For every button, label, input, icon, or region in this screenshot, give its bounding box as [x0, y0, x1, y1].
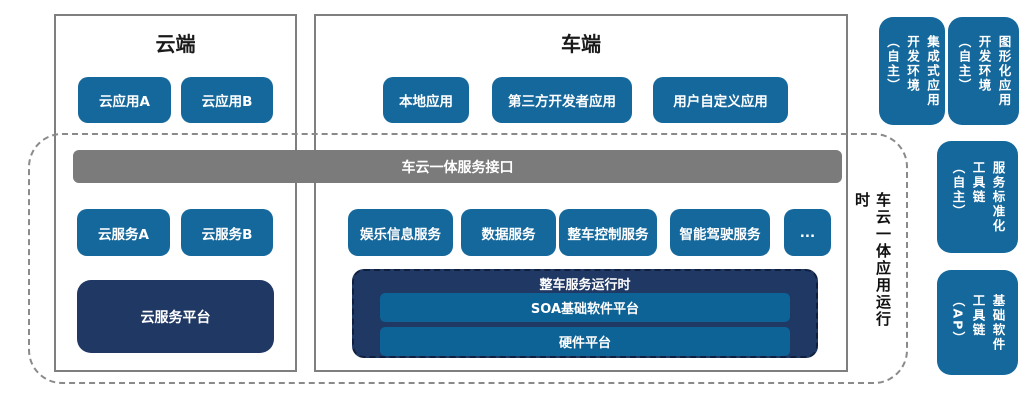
hardware-platform-layer: 硬件平台	[380, 327, 790, 356]
cloud-service-platform-node: 云服务平台	[77, 280, 274, 353]
integrated-app-ide-block: 集成式应用 开发环境 （自主）	[879, 17, 945, 125]
app-runtime-dashed-frame	[28, 133, 908, 384]
vehicle-panel-title: 车端	[561, 32, 601, 56]
graphical-app-ide-label: 图形化应用 开发环境 （自主）	[956, 34, 1012, 108]
app-runtime-frame-label-text: 车云一体应用运行时	[853, 192, 892, 328]
vehicle-service-runtime-box: 整车服务运行时 SOA基础软件平台 硬件平台	[352, 269, 818, 358]
service-standardization-toolchain-label: 服务标准化 工具链 （自主）	[950, 160, 1006, 234]
user-defined-app-node: 用户自定义应用	[653, 77, 788, 123]
intelligent-driving-service-node: 智能驾驶服务	[670, 209, 770, 256]
third-party-app-node: 第三方开发者应用	[492, 77, 632, 123]
service-standardization-toolchain-block: 服务标准化 工具链 （自主）	[937, 141, 1018, 253]
integrated-app-ide-label: 集成式应用 开发环境 （自主）	[885, 34, 940, 108]
cloud-panel-title: 云端	[155, 32, 196, 56]
base-software-toolchain-label: 基础软件 工具链 （AP）	[950, 293, 1006, 352]
more-services-node: ...	[784, 209, 831, 256]
vehicle-control-service-node: 整车控制服务	[559, 209, 657, 256]
app-runtime-frame-label: 车云一体应用运行时	[853, 192, 892, 342]
base-software-toolchain-block: 基础软件 工具链 （AP）	[937, 270, 1018, 375]
cloud-service-a-node: 云服务A	[77, 209, 170, 256]
local-app-node: 本地应用	[383, 77, 469, 123]
cloud-app-b-node: 云应用B	[181, 77, 273, 123]
vehicle-service-runtime-title: 整车服务运行时	[539, 278, 631, 293]
cloud-service-b-node: 云服务B	[181, 209, 273, 256]
cloud-app-a-node: 云应用A	[78, 77, 171, 123]
data-service-node: 数据服务	[461, 209, 556, 256]
soa-base-software-platform-layer: SOA基础软件平台	[380, 293, 790, 322]
service-interface-bar: 车云一体服务接口	[73, 150, 842, 183]
graphical-app-ide-block: 图形化应用 开发环境 （自主）	[948, 17, 1019, 125]
infotainment-service-node: 娱乐信息服务	[348, 209, 453, 256]
